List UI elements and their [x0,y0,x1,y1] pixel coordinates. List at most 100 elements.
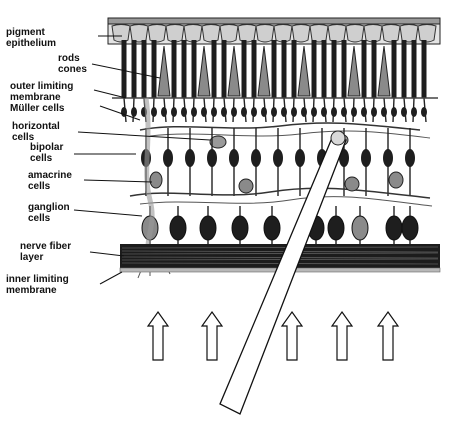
photoreceptor-nucleus [221,107,227,117]
ganglion-cell [199,215,217,241]
cone-cell [157,45,171,97]
pigment-cell [219,24,239,43]
nerve-fiber [121,258,439,261]
rod-cell [131,40,137,98]
photoreceptor-nucleus [171,107,177,117]
nerve-fiber [121,252,439,255]
photoreceptor-nucleus [281,107,287,117]
rod-cell [391,40,397,98]
photoreceptor-nucleus [401,107,407,117]
photoreceptor-nucleus [331,107,337,117]
photoreceptor-nucleus [231,107,237,117]
bipolar-cell [295,149,305,167]
bipolar-cell [207,149,217,167]
rod-cell [401,40,407,98]
ganglion-cell [231,215,249,241]
photoreceptor-nucleus [341,107,347,117]
photoreceptor-nucleus [241,107,247,117]
light-arrow-up-icon [330,310,354,361]
photoreceptor-nucleus [211,107,217,117]
photoreceptor-nucleus [311,107,317,117]
rod-cell [361,40,367,98]
bipolar-cell [163,149,173,167]
bipolar-cell [361,149,371,167]
label-muller-cells: Müller cells [10,103,65,114]
rod-cell [281,40,287,98]
ganglion-cell [327,215,345,241]
rod-cell [371,40,377,98]
ganglion-cell [263,215,281,241]
rod-cell [311,40,317,98]
ganglion-cell [401,215,419,241]
pigment-cell [399,24,419,43]
ganglion-cell [169,215,187,241]
light-arrow-up-icon [280,310,304,361]
cone-cell [197,45,211,97]
photoreceptor-nucleus [151,107,157,117]
pigment-cell [111,24,131,43]
ganglion-cell [351,215,369,241]
bipolar-cell [251,149,261,167]
rod-cell [271,40,277,98]
photoreceptor-nucleus [421,107,427,117]
rod-cell [191,40,197,98]
rod-cell [291,40,297,98]
rod-cell [241,40,247,98]
rod-cell [421,40,427,98]
cone-cell [257,45,271,97]
photoreceptor-nucleus [271,107,277,117]
pigment-cell [165,24,185,43]
rod-cell [321,40,327,98]
nerve-fiber-layer-band [120,244,440,268]
light-beam-icon [219,130,347,415]
pigment-cell [183,24,203,43]
pigment-cell [147,24,167,43]
pigment-cell [237,24,257,43]
nerve-fiber [121,256,439,259]
photoreceptor-nucleus [291,107,297,117]
rod-cell [331,40,337,98]
ganglion-cell [385,215,403,241]
pigment-cell [255,24,275,43]
leader-lines [73,35,211,285]
rod-cell [211,40,217,98]
nerve-fiber [121,250,439,253]
rod-cell [221,40,227,98]
photoreceptor-nucleus [131,107,137,117]
pigment-cell [291,24,311,43]
photoreceptor-nucleus [411,107,417,117]
rod-cell [341,40,347,98]
pigment-cell [345,24,365,43]
horizontal-cell-layer [139,122,431,149]
amacrine-cell-layer [129,171,433,207]
pigment-cell [381,24,401,43]
nerve-fiber [121,246,439,249]
rod-cell [251,40,257,98]
bipolar-cell [383,149,393,167]
bipolar-cell [185,149,195,167]
incoming-light-arrows [146,310,400,361]
cone-cell [227,45,241,97]
photoreceptor-nucleus [161,107,167,117]
rod-cell [151,40,157,98]
pigment-cell [327,24,347,43]
photoreceptor-nucleus [181,107,187,117]
pigment-cell [201,24,221,43]
pigment-cell [417,24,437,43]
rod-cell [141,40,147,98]
photoreceptor-nucleus [321,107,327,117]
photoreceptor-nucleus [361,107,367,117]
light-arrow-up-icon [146,310,170,361]
bipolar-cell [405,149,415,167]
photoreceptor-nucleus [351,107,357,117]
